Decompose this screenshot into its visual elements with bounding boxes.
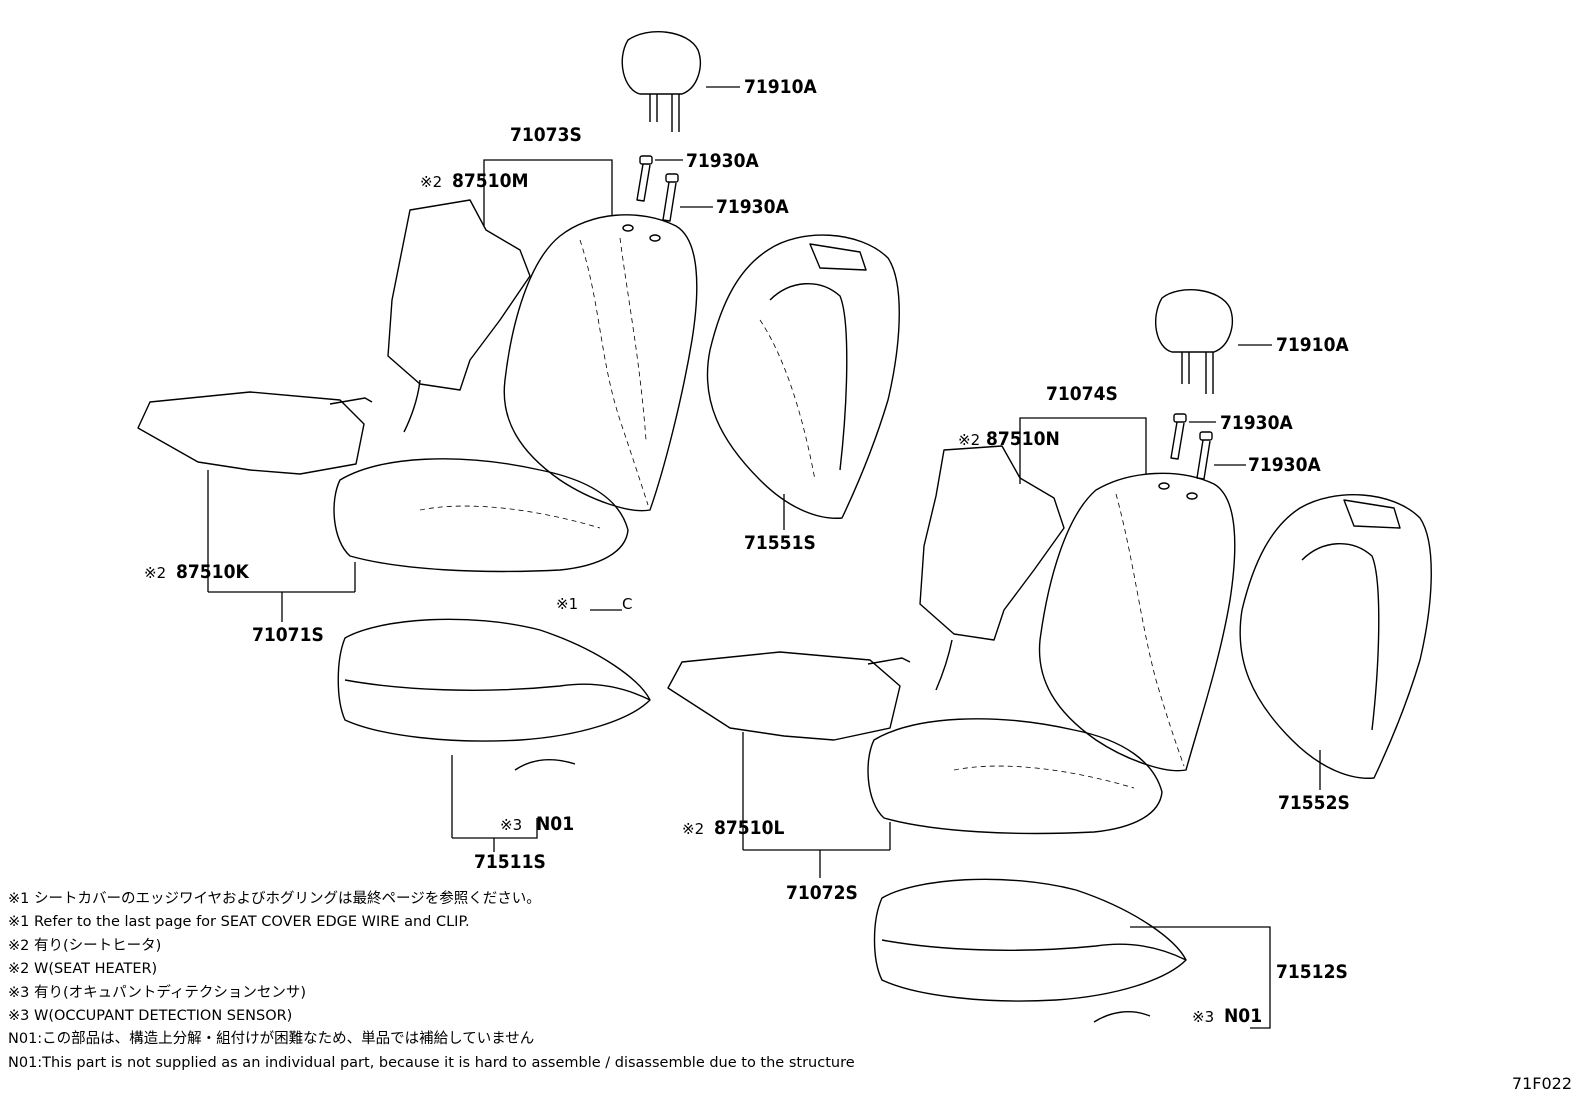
label-71072S: 71072S [786, 882, 858, 904]
headrest-right [1155, 289, 1272, 394]
label-71511S: 71511S [474, 851, 546, 873]
heater-back-left [387, 199, 531, 433]
note-3-en: ※3 W(OCCUPANT DETECTION SENSOR) [8, 1007, 293, 1024]
heater-cushion-left [137, 391, 373, 592]
mark-3-n01-right: ※3 [1192, 1008, 1214, 1026]
support-pins-left [636, 155, 713, 222]
label-71910A-right: 71910A [1276, 334, 1349, 356]
label-87510M: 87510M [452, 170, 528, 192]
mark-1-clip: ※1 [556, 595, 578, 613]
label-71930A-2: 71930A [716, 196, 789, 218]
label-71074S: 71074S [1046, 383, 1118, 405]
label-71551S: 71551S [744, 532, 816, 554]
note-2-en: ※2 W(SEAT HEATER) [8, 961, 158, 978]
label-71512S: 71512S [1276, 961, 1348, 983]
label-87510L: 87510L [714, 817, 784, 839]
footnotes: ※1 シートカバーのエッジワイヤおよびホグリングは最終ページを参照ください。 ※… [8, 888, 855, 1075]
label-71930A-3: 71930A [1220, 412, 1293, 434]
cushion-right [867, 718, 1163, 850]
figure-id: 71F022 [1511, 1074, 1572, 1093]
note-2-jp: ※2 有り(シートヒータ) [8, 937, 162, 954]
cushion-frame-left [337, 618, 651, 838]
note-3-jp: ※3 有り(オキュパントディテクションセンサ) [8, 984, 307, 1001]
note-n01-jp: N01:この部品は、構造上分解・組付けが困難なため、単品では補給していません [8, 1031, 535, 1048]
seatback-right [1038, 472, 1236, 772]
label-71930A-1: 71930A [686, 150, 759, 172]
headrest-left [621, 31, 740, 132]
cushion-frame-right [873, 878, 1271, 1029]
mark-2-87510M: ※2 [420, 173, 442, 191]
label-71910A-left: 71910A [744, 76, 817, 98]
cushion-left [333, 458, 629, 592]
heater-cushion-right [667, 651, 911, 850]
heater-back-right [919, 445, 1065, 691]
label-71071S: 71071S [252, 624, 324, 646]
note-1-en: ※1 Refer to the last page for SEAT COVER… [8, 914, 470, 931]
mark-2-87510K: ※2 [144, 564, 166, 582]
back-cover-right [1239, 494, 1432, 779]
back-cover-left [706, 234, 900, 519]
part-labels: 71910A 71930A 71930A 71073S ※2 87510M 71… [144, 76, 1350, 1027]
note-n01-en: N01:This part is not supplied as an indi… [8, 1054, 855, 1071]
leader-lines [208, 159, 1321, 878]
label-71930A-4: 71930A [1248, 454, 1321, 476]
mark-3-n01-left: ※3 [500, 816, 522, 834]
label-N01-left: N01 [536, 813, 574, 835]
note-1-jp: ※1 シートカバーのエッジワイヤおよびホグリングは最終ページを参照ください。 [8, 891, 541, 907]
mark-2-87510L: ※2 [682, 820, 704, 838]
label-71552S: 71552S [1278, 792, 1350, 814]
label-N01-right: N01 [1224, 1005, 1262, 1027]
mark-2-87510N: ※2 [958, 431, 980, 449]
label-clip: C [622, 595, 632, 613]
label-87510N: 87510N [986, 428, 1060, 450]
label-87510K: 87510K [176, 561, 249, 583]
label-71073S: 71073S [510, 124, 582, 146]
seatback-left [503, 214, 698, 512]
